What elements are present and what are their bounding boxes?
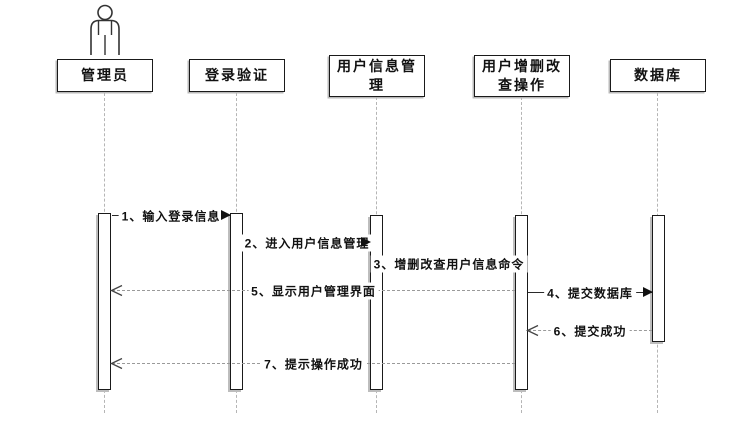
message-1: 1、输入登录信息 xyxy=(112,207,231,225)
message-2-label: 2、进入用户信息管理 xyxy=(241,234,373,252)
message-6-label: 6、提交成功 xyxy=(550,322,630,340)
arrowhead-open-left-icon xyxy=(110,284,123,296)
message-7-label: 7、提示操作成功 xyxy=(261,355,366,373)
activation-database xyxy=(652,215,665,342)
message-3-label: 3、增删改查用户信息命令 xyxy=(370,255,528,273)
activation-crud xyxy=(515,215,528,390)
message-6: 6、提交成功 xyxy=(526,322,652,340)
message-1-label: 1、输入登录信息 xyxy=(118,207,224,225)
arrowhead-filled-right-icon xyxy=(643,286,653,297)
message-5: 5、显示用户管理界面 xyxy=(110,282,515,300)
lifeline-label: 登录验证 xyxy=(205,67,269,84)
arrowhead-open-left-icon xyxy=(110,357,123,369)
message-7: 7、提示操作成功 xyxy=(110,355,515,373)
lifeline-head-userinfo: 用户信息管理 xyxy=(329,55,425,97)
actor-person-icon xyxy=(90,4,120,55)
lifeline-label: 管理员 xyxy=(81,67,129,84)
activation-admin xyxy=(98,213,111,390)
arrowhead-open-left-icon xyxy=(526,324,539,336)
message-2: 2、进入用户信息管理 xyxy=(241,234,373,252)
lifeline-head-crud: 用户增删改查操作 xyxy=(474,55,570,97)
lifeline-head-admin: 管理员 xyxy=(57,59,153,92)
arrowhead-filled-right-icon xyxy=(361,236,371,247)
lifeline-label: 用户增删改查操作 xyxy=(482,58,562,93)
lifeline-label: 用户信息管理 xyxy=(337,58,417,93)
lifeline-head-login: 登录验证 xyxy=(189,59,285,92)
message-5-label: 5、显示用户管理界面 xyxy=(248,282,379,300)
arrowhead-filled-right-icon xyxy=(221,209,231,220)
message-4: 4、提交数据库 xyxy=(528,284,653,302)
lifeline-label: 数据库 xyxy=(634,67,682,84)
lifeline-head-database: 数据库 xyxy=(610,59,706,92)
activation-login xyxy=(230,213,243,390)
message-4-label: 4、提交数据库 xyxy=(544,284,636,302)
